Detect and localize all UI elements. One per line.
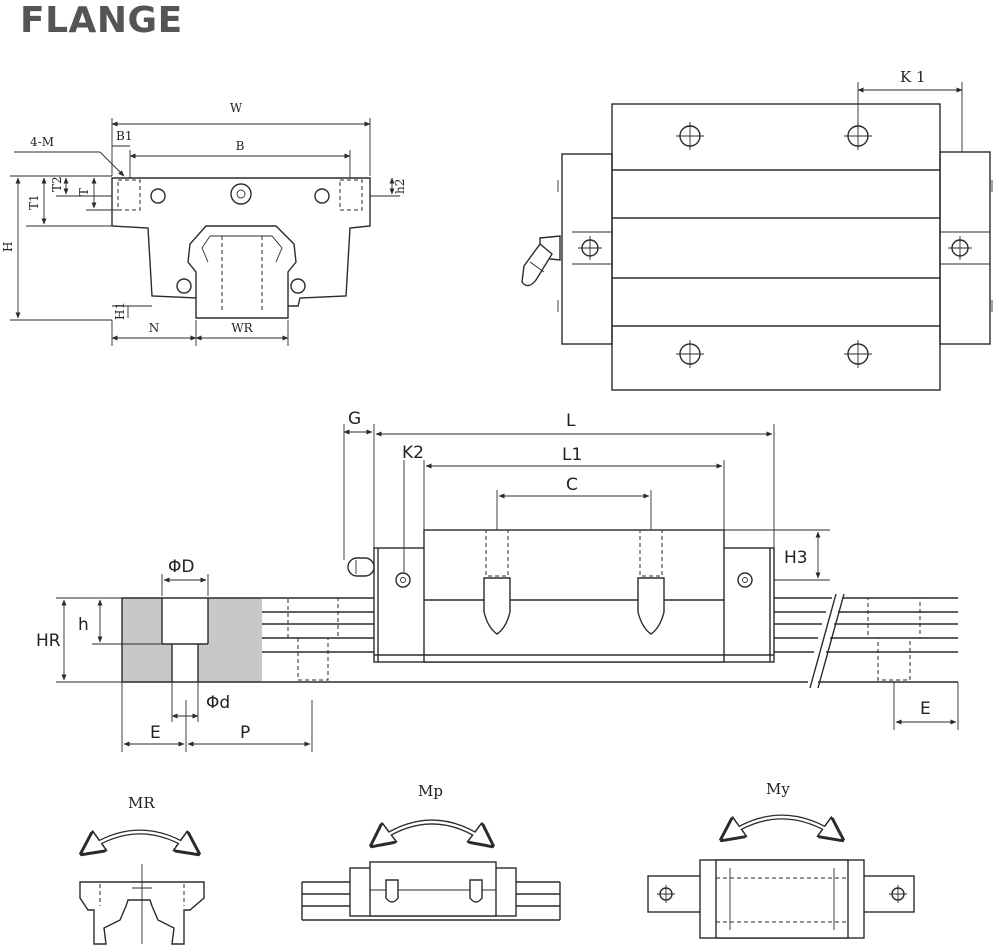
- label-h2: h2: [393, 179, 407, 194]
- label-K1: K 1: [900, 68, 926, 86]
- label-E-right: E: [920, 699, 931, 719]
- bolt-hole-icon: [948, 236, 972, 260]
- label-B1: B1: [116, 129, 132, 143]
- side-view: G L K2 L1 C H3 ΦD h HR Φd E P E: [36, 409, 959, 752]
- carriage-top-outline: [611, 103, 941, 391]
- label-MR: MR: [128, 794, 155, 812]
- grease-nipple-icon: [230, 183, 252, 205]
- end-seal-left: [561, 153, 613, 345]
- label-H1: H1: [113, 302, 127, 320]
- bolt-icon: [637, 529, 665, 635]
- top-view: K 1: [521, 68, 993, 391]
- label-L: L: [566, 411, 576, 431]
- bolt-hole-icon: [676, 122, 704, 150]
- label-4M: 4-M: [30, 135, 54, 149]
- carriage-end-outline: [111, 177, 371, 307]
- page-title: FLANGE: [20, 0, 183, 41]
- bolt-hole-icon: [657, 885, 675, 903]
- grease-port-icon: [737, 572, 753, 588]
- label-h: h: [78, 615, 89, 635]
- label-HR: HR: [36, 631, 61, 651]
- screw-icon: [176, 278, 192, 294]
- label-WR: WR: [231, 321, 253, 335]
- leader-4M: [99, 151, 125, 177]
- screw-icon: [314, 188, 330, 204]
- label-T2: T2: [50, 176, 64, 192]
- label-D: ΦD: [168, 557, 194, 577]
- moment-roll: MR: [80, 794, 205, 945]
- label-T1: T1: [27, 194, 41, 210]
- screw-icon: [290, 278, 306, 294]
- end-seal-right: [939, 151, 991, 345]
- carriage-block: [423, 529, 725, 663]
- label-W: W: [230, 101, 243, 115]
- label-K2: K2: [402, 443, 424, 463]
- label-d: Φd: [206, 693, 230, 713]
- mount-hole-left: [117, 179, 141, 211]
- label-My: My: [766, 780, 790, 798]
- label-E-left: E: [150, 723, 161, 743]
- label-G: G: [348, 409, 361, 429]
- grease-port-icon: [395, 572, 411, 588]
- screw-icon: [150, 188, 166, 204]
- label-H3: H3: [784, 548, 808, 568]
- label-T: T: [77, 188, 91, 196]
- label-N: N: [149, 321, 160, 335]
- moment-yaw: My: [647, 780, 915, 939]
- rail-profile: [187, 225, 297, 319]
- label-C: C: [566, 475, 578, 495]
- label-P: P: [240, 723, 250, 743]
- mount-hole-right: [339, 179, 363, 211]
- front-view: W B B1 4-M H T1 T2 T h2 H1 N WR: [1, 101, 407, 346]
- bolt-hole-icon: [844, 340, 872, 368]
- label-Mp: Mp: [418, 782, 443, 800]
- bolt-hole-icon: [676, 340, 704, 368]
- grease-nipple-icon: [347, 557, 375, 577]
- label-H: H: [1, 242, 15, 252]
- label-L1: L1: [562, 445, 582, 465]
- bolt-hole-icon: [578, 236, 602, 260]
- label-B: B: [236, 139, 245, 153]
- moment-pitch: Mp: [301, 782, 561, 921]
- grease-fitting-icon: [521, 235, 561, 287]
- bolt-hole-icon: [889, 885, 907, 903]
